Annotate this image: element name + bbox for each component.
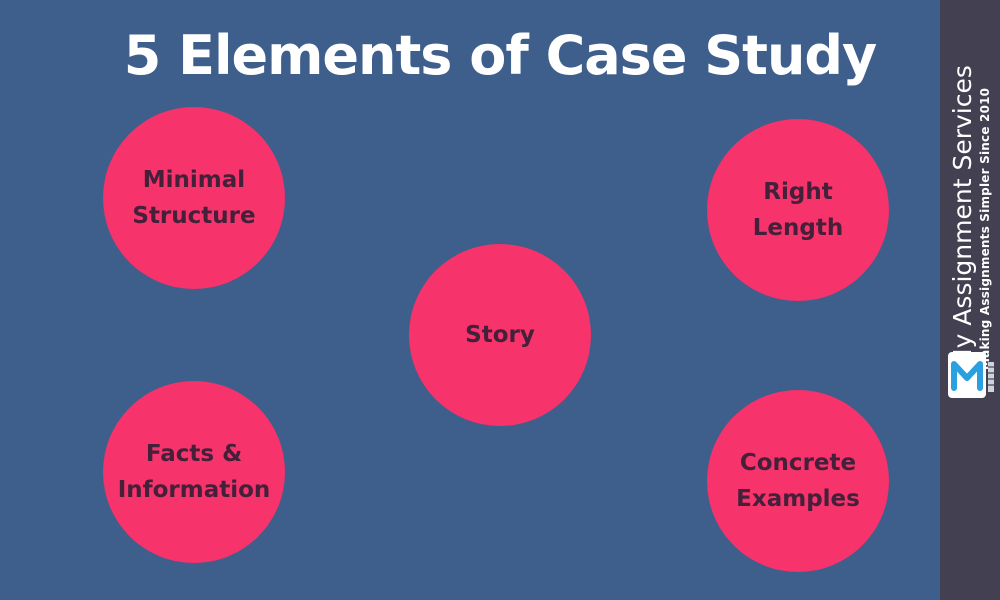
diagram-canvas: 5 Elements of Case Study Minimal Structu… bbox=[103, 24, 889, 572]
brand-text-block: My Assignment Services Making Assignment… bbox=[948, 65, 992, 370]
element-label: Minimal Structure bbox=[132, 162, 255, 234]
brand-tagline: Making Assignments Simpler Since 2010 bbox=[978, 87, 992, 370]
element-circle-facts-information: Facts & Information bbox=[103, 381, 285, 563]
label-line: Structure bbox=[132, 203, 256, 229]
element-circle-minimal-structure: Minimal Structure bbox=[103, 107, 285, 289]
label-line: Story bbox=[465, 322, 535, 348]
element-label: Facts & Information bbox=[118, 436, 271, 508]
label-line: Minimal bbox=[142, 167, 246, 193]
label-line: Information bbox=[117, 477, 271, 503]
element-circle-concrete-examples: Concrete Examples bbox=[707, 390, 889, 572]
label-line: Examples bbox=[736, 486, 860, 512]
brand-sidebar: My Assignment Services Making Assignment… bbox=[940, 0, 1000, 600]
element-label: Concrete Examples bbox=[736, 445, 860, 517]
element-label: Story bbox=[465, 317, 535, 353]
label-line: Concrete bbox=[739, 450, 857, 476]
element-circle-right-length: Right Length bbox=[707, 119, 889, 301]
brand-name: My Assignment Services bbox=[948, 65, 977, 370]
brand-text-anchor: My Assignment Services Making Assignment… bbox=[948, 65, 992, 370]
label-line: Right bbox=[763, 179, 833, 205]
m-logo-icon bbox=[948, 352, 994, 398]
element-label: Right Length bbox=[753, 174, 843, 246]
label-line: Length bbox=[752, 215, 844, 241]
page-title: 5 Elements of Case Study bbox=[123, 24, 878, 87]
label-line: Facts & bbox=[145, 441, 243, 467]
element-circle-story: Story bbox=[409, 244, 591, 426]
